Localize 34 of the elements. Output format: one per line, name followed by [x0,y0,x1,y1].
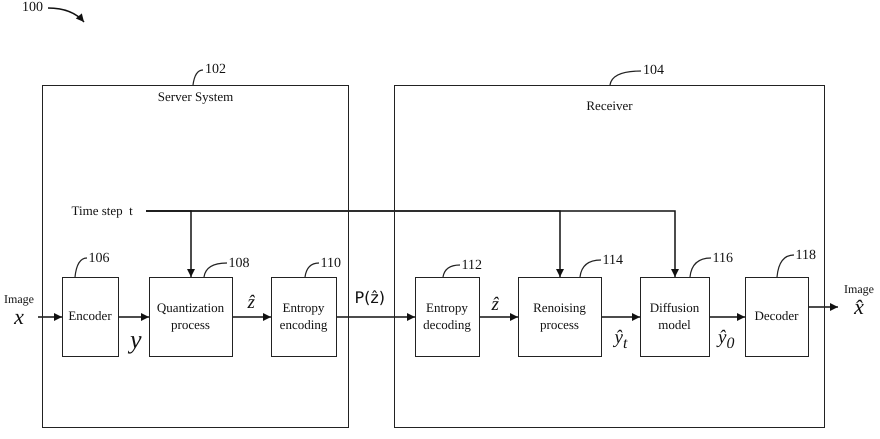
reference-numeral: 104 [643,63,664,79]
block-label: Diffusion model [648,300,700,334]
variable-symbol: x̂ [854,296,864,318]
reference-numeral: 108 [228,254,250,272]
system-title: Server System [156,89,234,105]
figure-number: 100 [22,0,43,16]
reference-numeral: 102 [205,62,226,78]
system-title: Receiver [585,98,634,114]
block-label: Entropy encoding [278,300,328,334]
block-label: Entropy decoding [422,300,472,334]
reference-numeral: 116 [712,250,733,268]
arrow [710,313,745,321]
arrow [480,313,518,321]
reference-numeral: 118 [796,246,816,264]
variable-symbol: x [14,306,24,328]
arrow [337,313,415,321]
reference-numeral: 110 [320,254,341,272]
reference-numeral: 106 [88,250,110,268]
input-label: Time step t [72,202,133,220]
arrow [146,210,679,277]
block-label: Quantization process [156,300,226,334]
image-label: Image [844,282,874,296]
reference-numeral: 114 [602,252,623,270]
arrow [38,313,62,321]
edge-label: P(ẑ) [354,290,386,306]
arrow [602,313,640,321]
block-label: Encoder [67,308,113,325]
reference-numeral: 112 [462,256,482,274]
block-label: Decoder [753,308,800,325]
arrow [233,313,271,321]
image-label: Image [4,292,34,306]
arrow [119,313,149,321]
block-label: Renoising process [532,300,587,334]
arrow [809,303,838,311]
